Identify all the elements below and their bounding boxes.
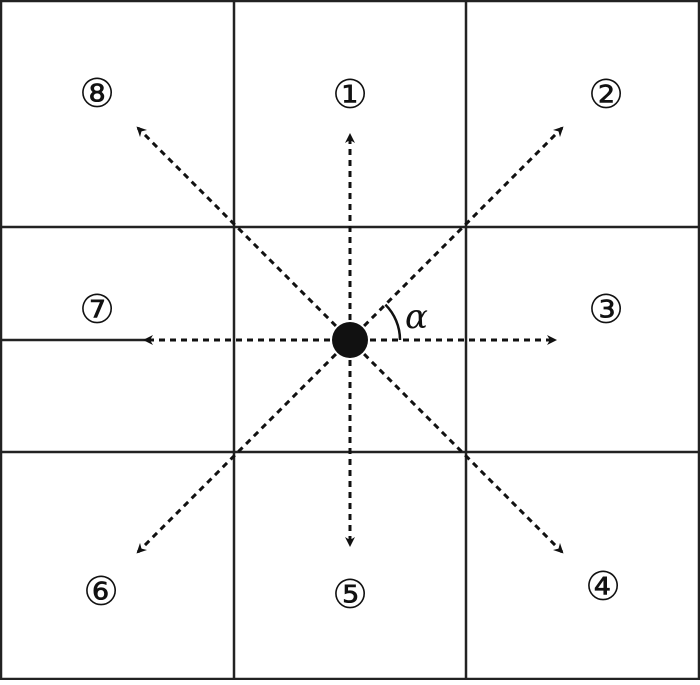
arrows (136, 126, 564, 554)
direction-label-2: ② (588, 72, 624, 118)
angle-label: α (405, 297, 428, 337)
direction-label-4: ④ (585, 564, 621, 610)
direction-label-3: ③ (588, 287, 624, 333)
direction-label-7: ⑦ (79, 287, 115, 333)
direction-labels: ① ② ③ ④ ⑤ ⑥ ⑦ ⑧ (79, 71, 624, 618)
dashed-arrow-icon (136, 126, 337, 327)
direction-label-8: ⑧ (79, 71, 115, 117)
angle-arc (384, 303, 402, 341)
direction-label-1: ① (332, 72, 368, 118)
dashed-arrow-icon (136, 353, 337, 554)
dashed-arrow-icon (363, 353, 564, 554)
direction-label-5: ⑤ (332, 572, 368, 618)
center-dot-icon (332, 322, 368, 358)
dashed-arrow-icon (363, 126, 564, 327)
direction-label-6: ⑥ (83, 569, 119, 615)
